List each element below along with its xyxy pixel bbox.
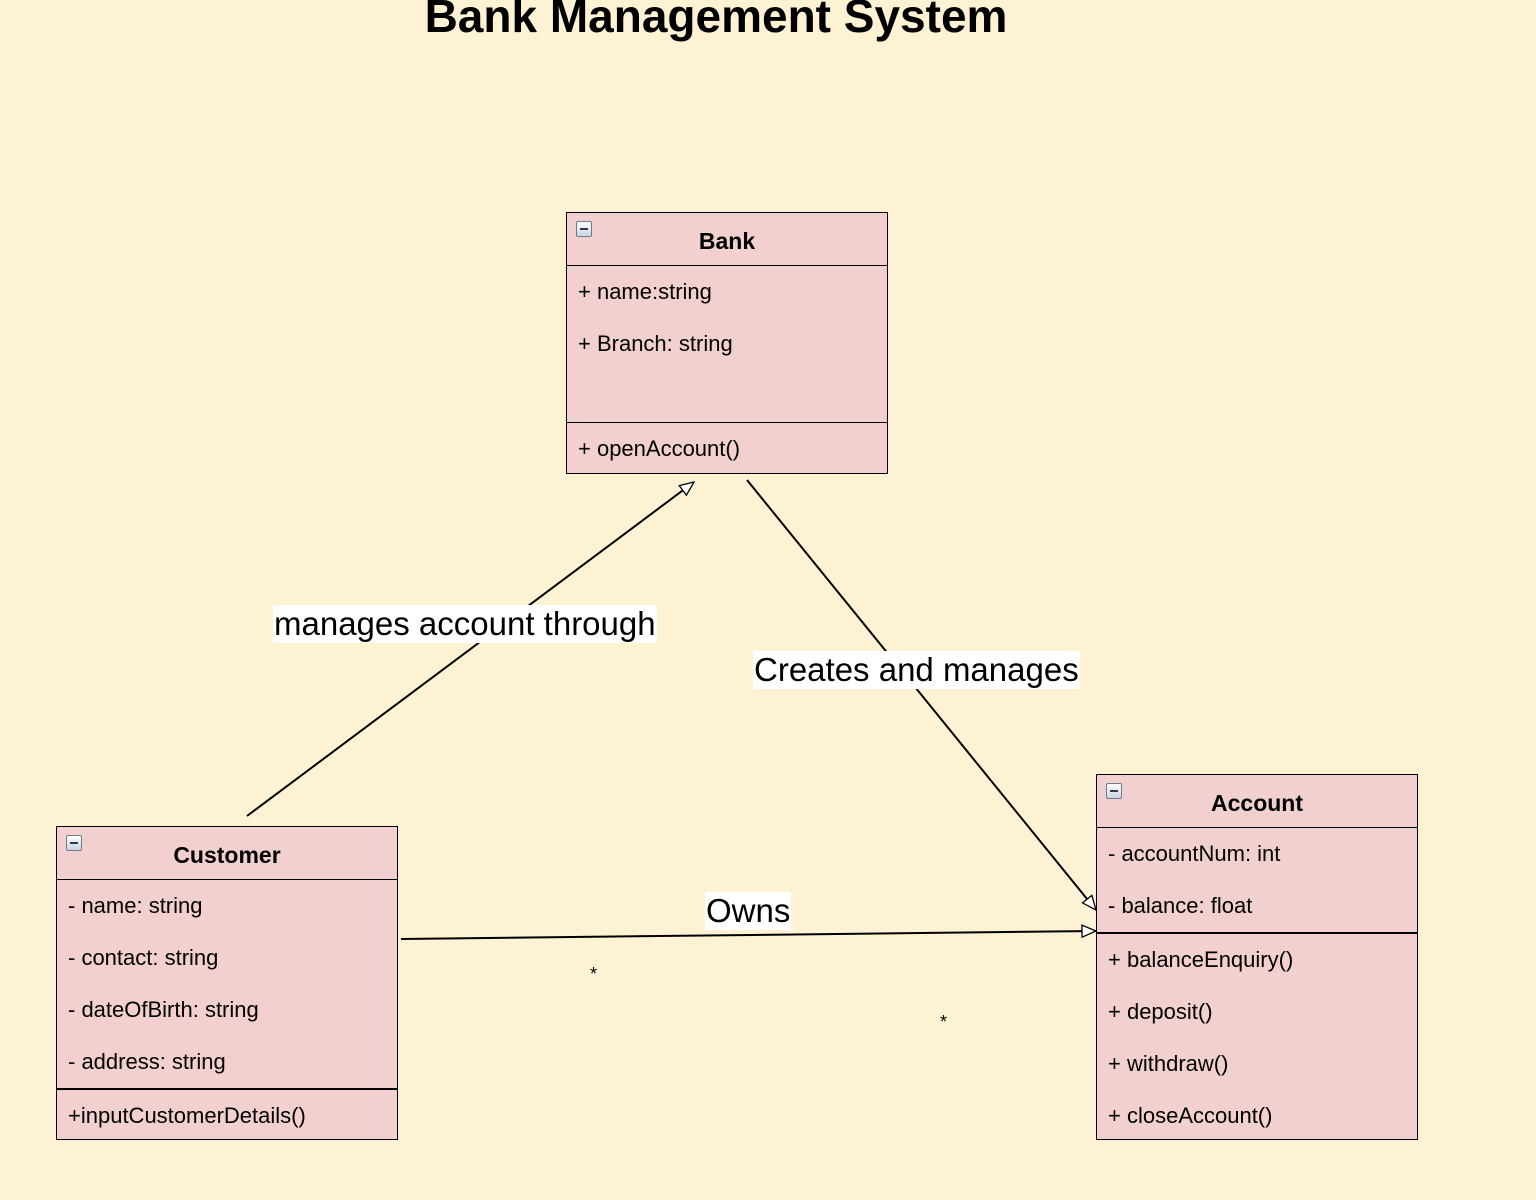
method-row: + openAccount() <box>578 436 741 461</box>
class-account-name: Account <box>1211 790 1303 816</box>
attribute-row: - dateOfBirth: string <box>68 997 259 1022</box>
class-bank[interactable]: Bank + name:string + Branch: string + op… <box>566 212 888 474</box>
attribute-row: - address: string <box>68 1049 226 1074</box>
method-row: +inputCustomerDetails() <box>68 1103 306 1128</box>
class-bank-attributes: + name:string + Branch: string <box>567 266 887 422</box>
attribute-row: - accountNum: int <box>1108 841 1281 866</box>
minus-square-icon[interactable] <box>1106 783 1122 799</box>
class-customer-header[interactable]: Customer <box>57 827 397 880</box>
attribute-row: - balance: float <box>1108 893 1253 918</box>
method-row: + withdraw() <box>1108 1051 1229 1076</box>
edge-label-creates-and-manages[interactable]: Creates and manages <box>753 651 1080 689</box>
method-row: + deposit() <box>1108 999 1213 1024</box>
multiplicity-source: * <box>590 964 598 984</box>
class-bank-methods: + openAccount() <box>567 422 887 475</box>
multiplicity-target: * <box>940 1012 948 1032</box>
class-customer-name: Customer <box>173 842 281 868</box>
class-customer-methods: +inputCustomerDetails() <box>57 1088 397 1142</box>
class-bank-name: Bank <box>698 228 756 254</box>
diagram-title: Bank Management System <box>424 0 1008 42</box>
edge-label-owns[interactable]: Owns <box>705 892 792 930</box>
attribute-row: - contact: string <box>68 945 219 970</box>
minus-square-icon[interactable] <box>576 221 592 237</box>
minus-square-icon[interactable] <box>66 835 82 851</box>
method-row: + closeAccount() <box>1108 1103 1273 1128</box>
edge-label-manages-account-through[interactable]: manages account through <box>273 605 657 643</box>
edge-bank-to-account[interactable] <box>746 479 1096 910</box>
method-row: + balanceEnquiry() <box>1108 947 1294 972</box>
class-bank-header[interactable]: Bank <box>567 213 887 266</box>
class-customer[interactable]: Customer - name: string - contact: strin… <box>56 826 398 1140</box>
edge-customer-to-account[interactable] <box>400 931 1096 940</box>
class-customer-attributes: - name: string - contact: string - dateO… <box>57 880 397 1088</box>
edge-customer-to-bank[interactable] <box>246 482 694 817</box>
class-account[interactable]: Account - accountNum: int - balance: flo… <box>1096 774 1418 1140</box>
class-account-header[interactable]: Account <box>1097 775 1417 828</box>
class-account-methods: + balanceEnquiry() + deposit() + withdra… <box>1097 932 1417 1142</box>
attribute-row: + Branch: string <box>578 331 733 356</box>
class-account-attributes: - accountNum: int - balance: float <box>1097 828 1417 932</box>
attribute-row: - name: string <box>68 893 203 918</box>
attribute-row: + name:string <box>578 279 712 304</box>
